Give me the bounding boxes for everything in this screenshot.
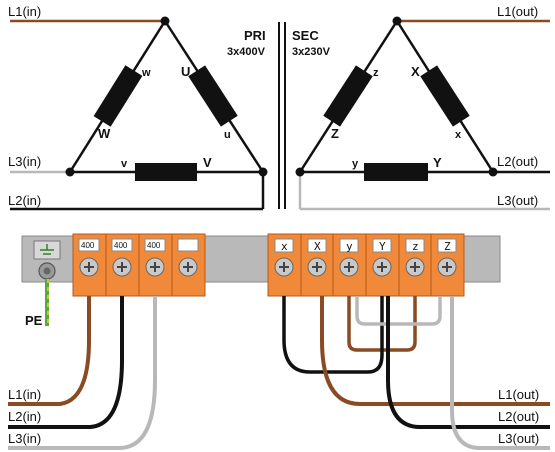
coil-v-V — [135, 163, 197, 181]
terminal-tag-text-Y: Y — [379, 240, 386, 253]
wire-l1-in — [8, 296, 91, 406]
coil-label-X: X — [411, 64, 420, 79]
terminal-tag-X — [307, 238, 327, 253]
pe-screw-center — [43, 267, 51, 275]
label-l2-out: L2(out) — [497, 154, 538, 169]
label-l3-in: L3(in) — [8, 154, 41, 169]
coil-label-u: u — [224, 129, 231, 141]
bridge-x-Y — [282, 296, 384, 374]
terminal-tag-x — [274, 238, 294, 253]
label-l1-out: L1(out) — [497, 4, 538, 19]
sec-title: SEC — [292, 28, 319, 43]
sec-node-right — [488, 167, 498, 177]
pe-label: PE — [25, 313, 43, 328]
screw-icon — [79, 257, 99, 277]
coil-X-x — [420, 65, 470, 127]
screw-icon — [112, 257, 132, 277]
terminal-tag-3 — [144, 238, 166, 252]
bottom-label-l2-in: L2(in) — [8, 409, 41, 424]
secondary-delta: z X Z x y Y L1(out) L2(out) L3(out) SEC … — [292, 4, 550, 211]
coil-label-w: w — [141, 67, 151, 79]
bottom-label-l3-out: L3(out) — [498, 431, 539, 446]
screw-icon — [274, 257, 294, 277]
sec-node-left — [295, 167, 305, 177]
terminal-tag-y — [339, 238, 359, 253]
coil-label-Z: Z — [331, 126, 339, 141]
coil-y-Y — [364, 163, 428, 181]
sec-node-top — [392, 16, 402, 26]
terminal-tag-text-1: 400 — [81, 241, 95, 250]
terminal-tag-Y — [372, 238, 392, 253]
terminal-tag-text-z: z — [412, 240, 419, 253]
input-wiring: L1(in) L2(in) L3(in) — [8, 296, 157, 450]
terminal-tag-text-3: 400 — [147, 241, 161, 250]
bottom-label-l1-in: L1(in) — [8, 387, 41, 402]
primary-delta: w U W u v V L1(in) L3(in) L2(in) PRI 3x4… — [8, 4, 268, 211]
coil-label-x: x — [455, 129, 462, 141]
sec-rating: 3x230V — [292, 46, 331, 58]
coil-label-W: W — [98, 126, 111, 141]
terminal-tag-text-X: X — [314, 240, 321, 253]
bridge-y-Z — [355, 296, 442, 326]
label-l3-out: L3(out) — [497, 193, 538, 208]
terminal-tag-z — [405, 238, 425, 253]
label-l1-in: L1(in) — [8, 4, 41, 19]
screw-icon — [339, 257, 359, 277]
terminal-tag-text-y: y — [346, 240, 353, 253]
pri-title: PRI — [244, 28, 266, 43]
coil-z-Z — [323, 65, 373, 127]
terminal-tag-2 — [111, 238, 133, 252]
terminal-tag-1 — [78, 238, 100, 252]
wire-l2-in — [8, 296, 124, 429]
coil-label-V: V — [203, 155, 212, 170]
screw-icon — [372, 257, 392, 277]
terminal-tag-Z — [437, 238, 457, 253]
right-terminals: x X y Y z Z — [267, 233, 465, 297]
coil-label-U: U — [181, 64, 190, 79]
label-l2-in: L2(in) — [8, 193, 41, 208]
screw-icon — [178, 257, 198, 277]
terminal-tag-text-x: x — [281, 240, 288, 253]
bottom-label-l3-in: L3(in) — [8, 431, 41, 446]
coil-label-v: v — [121, 158, 128, 170]
screw-icon — [145, 257, 165, 277]
output-wiring: L1(out) L2(out) L3(out) — [282, 296, 550, 450]
bottom-label-l2-out: L2(out) — [498, 409, 539, 424]
terminal-block: PE 400 400 400 — [21, 233, 501, 328]
coil-w-W — [93, 65, 143, 127]
screw-icon — [437, 257, 457, 277]
wire-l3-in — [8, 296, 157, 450]
coil-U-u — [188, 65, 238, 127]
left-terminals: 400 400 400 — [72, 233, 206, 297]
wire-l2-out — [386, 296, 550, 429]
coil-label-Y: Y — [433, 155, 442, 170]
node-top — [160, 16, 170, 26]
node-right — [258, 167, 268, 177]
wire-l3-out — [450, 296, 550, 450]
bottom-label-l1-out: L1(out) — [498, 387, 539, 402]
terminal-tag-text-2: 400 — [114, 241, 128, 250]
wire-l1-out — [320, 296, 550, 406]
node-left — [65, 167, 75, 177]
pri-rating: 3x400V — [227, 46, 266, 58]
screw-icon — [405, 257, 425, 277]
terminal-tag-text-Z: Z — [444, 240, 451, 253]
coil-label-z: z — [373, 67, 379, 79]
terminal-tag-4 — [177, 238, 199, 252]
screw-icon — [307, 257, 327, 277]
coil-label-y: y — [352, 158, 359, 170]
